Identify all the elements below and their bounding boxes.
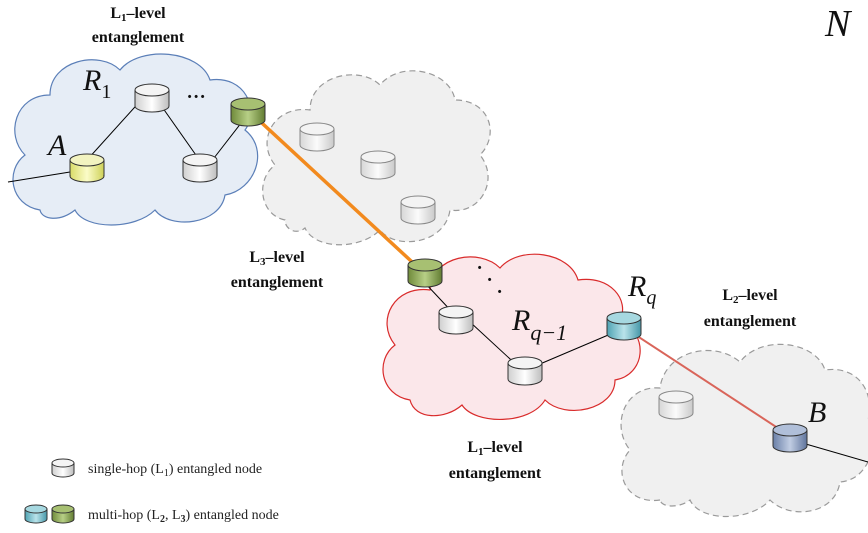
legend-multi-hop: multi-hop (L2, L3) entangled node [88,508,279,525]
math-b: B [808,396,826,429]
vdots-1: · [476,253,483,282]
node-green-mid [407,258,443,288]
node-red-bottom [507,356,543,386]
label-middle-left: L3–level entanglement [231,249,324,291]
svg-text:L1–level: L1–level [110,5,166,24]
legend-icon-single [51,458,75,478]
node-r1 [134,83,170,113]
vdots-3: · [496,277,503,306]
svg-text:L1–level: L1–level [467,439,523,458]
cloud-gray-lower [620,343,868,517]
label-top-left: L1–level entanglement [92,5,185,46]
node-faded-2 [360,150,396,180]
svg-text:entanglement: entanglement [231,274,324,291]
node-faded-1 [299,122,335,152]
node-faded-3 [400,195,436,225]
hdots: ··· [186,82,206,111]
svg-text:L3–level: L3–level [249,249,305,268]
math-rq: Rq [627,270,656,309]
svg-text:entanglement: entanglement [92,29,185,46]
node-rq [606,311,642,341]
label-bottom-center: L1–level entanglement [449,439,542,482]
link-r1-node [159,103,199,159]
link-l2 [624,327,791,437]
node-red-left [438,305,474,335]
legend: single-hop (L1) entangled node multi-hop… [24,458,279,525]
link-a-r1 [86,97,144,161]
node-b [772,423,808,453]
node-green-top [230,97,266,127]
svg-text:entanglement: entanglement [704,313,797,330]
svg-text:L2–level: L2–level [722,287,778,306]
link-node-rq [539,329,621,365]
math-r1: R1 [82,64,111,103]
math-n: N [824,3,853,45]
label-right: L2–level entanglement [704,287,797,330]
node-left-bottom [182,153,218,183]
vdots-2: · [486,265,493,294]
math-rq-minus-1: Rq−1 [511,304,567,345]
link-l3 [248,110,426,275]
legend-single-hop: single-hop (L1) entangled node [88,462,262,479]
cloud-red-l1 [382,253,641,421]
math-a: A [46,129,67,162]
link-a-external [7,171,71,183]
svg-text:entanglement: entanglement [449,465,542,482]
node-a [69,153,105,183]
node-faded-4 [658,390,694,420]
legend-icon-multi-green [51,504,75,524]
legend-icon-multi-cyan [24,504,48,524]
